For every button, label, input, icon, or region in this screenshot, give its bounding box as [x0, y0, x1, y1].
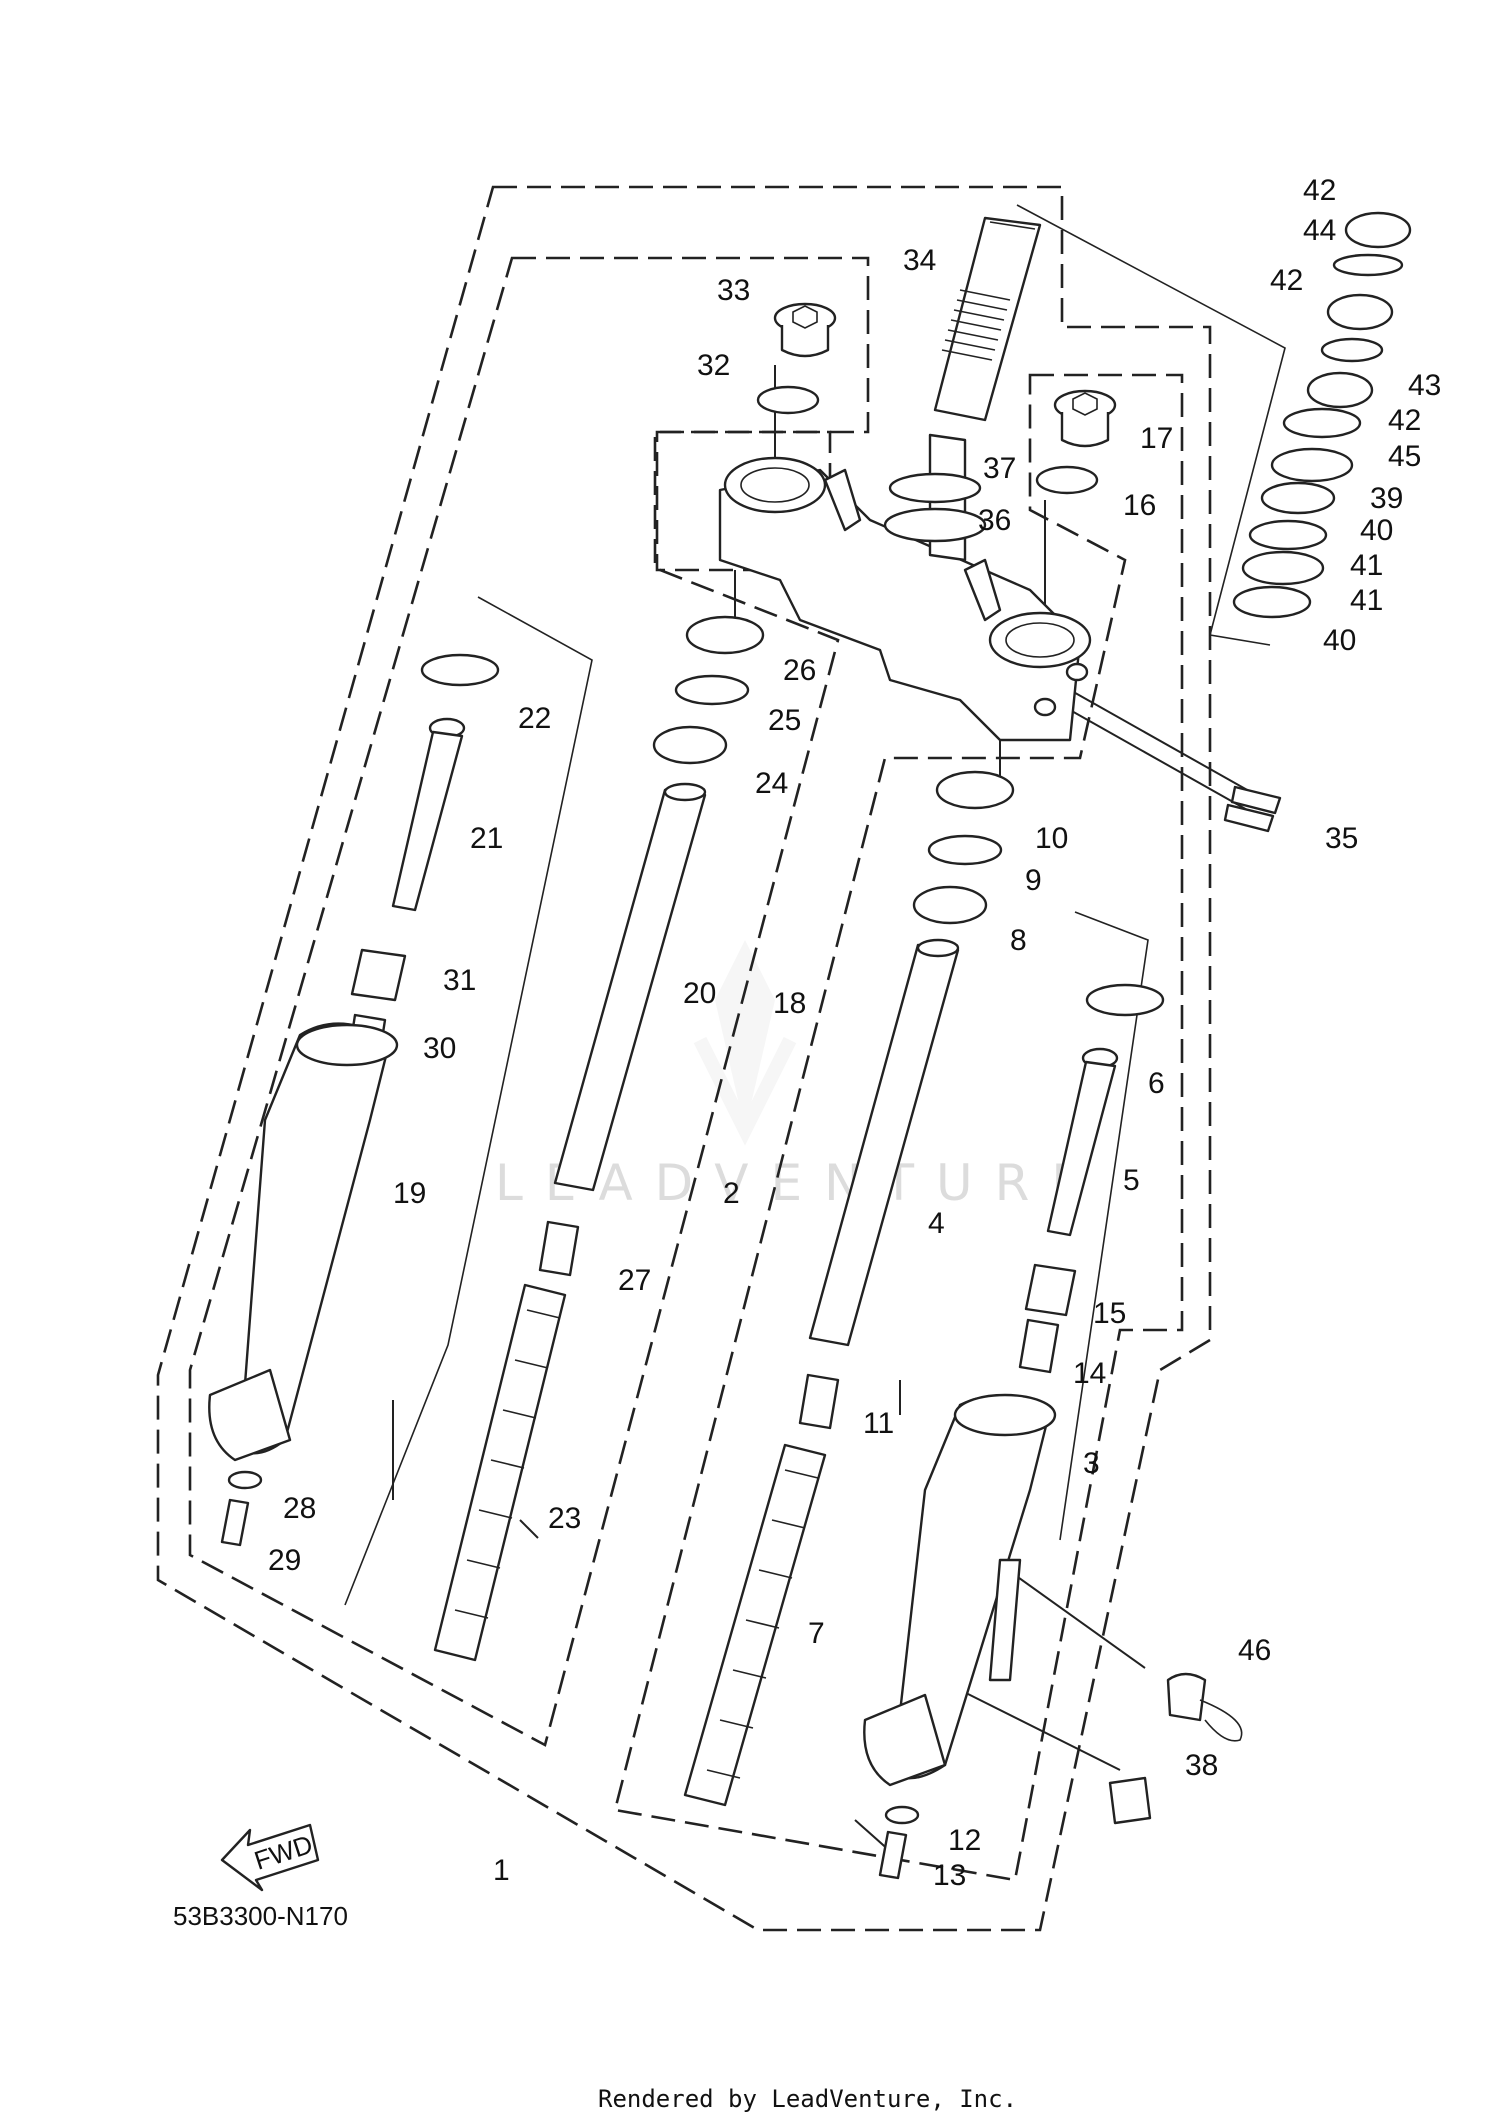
- rebound-spring-31: [350, 948, 407, 1002]
- callout-17: 17: [1140, 422, 1173, 455]
- part-number-labels: 42 44 42 43 42 45 39 40 41 41 40 34 33 3…: [268, 174, 1441, 1892]
- callout-22: 22: [518, 702, 551, 735]
- group-outline-2: [613, 373, 1184, 1882]
- callout-3: 3: [1083, 1447, 1100, 1480]
- callout-11: 11: [863, 1407, 894, 1440]
- callout-24: 24: [755, 767, 788, 800]
- triple-clamp-36: [718, 433, 1092, 742]
- outer-tube-3: [863, 1393, 1057, 1787]
- callout-42b: 42: [1270, 264, 1303, 297]
- callout-42a: 42: [1303, 174, 1336, 207]
- bolt-35: [1223, 785, 1282, 833]
- label-38: [1108, 1776, 1152, 1825]
- callout-25: 25: [768, 704, 801, 737]
- callout-44: 44: [1303, 214, 1336, 247]
- piece-14: [1018, 1318, 1060, 1374]
- callout-4: 4: [928, 1207, 945, 1240]
- cap-bolt-17: [1053, 389, 1117, 448]
- callout-37: 37: [983, 452, 1016, 485]
- damper-rod-5: [1046, 1047, 1119, 1237]
- fwd-arrow-icon: [220, 1823, 320, 1892]
- callout-28: 28: [283, 1492, 316, 1525]
- callout-41a: 41: [1350, 549, 1383, 582]
- callout-31: 31: [443, 964, 476, 997]
- callout-32: 32: [697, 349, 730, 382]
- callout-46: 46: [1238, 1634, 1271, 1667]
- piece-11: [798, 1373, 840, 1430]
- rebound-spring-15: [1024, 1263, 1077, 1317]
- oil-seal-8: [912, 885, 988, 925]
- steering-stem-34: [933, 216, 1042, 422]
- callout-23: 23: [548, 1502, 581, 1535]
- callout-13: 13: [933, 1859, 966, 1892]
- washer-12: [884, 1805, 920, 1825]
- callout-19: 19: [393, 1177, 426, 1210]
- callout-40a: 40: [1360, 514, 1393, 547]
- callout-9: 9: [1025, 864, 1042, 897]
- callout-27: 27: [618, 1264, 651, 1297]
- circlip-22: [420, 653, 500, 687]
- callout-5: 5: [1123, 1164, 1140, 1197]
- group-outline-18: [188, 256, 870, 1747]
- callout-42c: 42: [1388, 404, 1421, 437]
- callout-35: 35: [1325, 822, 1358, 855]
- callout-41b: 41: [1350, 584, 1383, 617]
- callout-2: 2: [723, 1177, 740, 1210]
- callout-30: 30: [423, 1032, 456, 1065]
- callout-7: 7: [808, 1617, 825, 1650]
- bearing-stack: [1232, 211, 1412, 619]
- o-ring-32: [756, 385, 820, 415]
- callout-6: 6: [1148, 1067, 1165, 1100]
- drain-bolt-13: [878, 1830, 908, 1880]
- watermark-logo: [693, 940, 797, 1146]
- group-outline-1: [156, 185, 1212, 1932]
- group-outline-spring-right: [1059, 911, 1149, 1541]
- cap-bolt-33: [773, 302, 837, 358]
- callout-15: 15: [1093, 1297, 1126, 1330]
- o-ring-16: [1035, 465, 1099, 495]
- drain-bolt-29: [220, 1498, 250, 1547]
- callout-29: 29: [268, 1544, 301, 1577]
- callout-16: 16: [1123, 489, 1156, 522]
- callout-1: 1: [493, 1854, 510, 1887]
- oil-seal-24: [652, 725, 728, 765]
- fork-spring-7: [683, 1443, 827, 1807]
- callout-33: 33: [717, 274, 750, 307]
- callout-14: 14: [1073, 1357, 1106, 1390]
- hose-guide-46: [1166, 1672, 1243, 1742]
- callout-18: 18: [773, 987, 806, 1020]
- circlip-25: [674, 674, 750, 706]
- callout-45: 45: [1388, 440, 1421, 473]
- circlip-6: [1085, 983, 1165, 1017]
- group-outline-spring-left: [344, 596, 593, 1606]
- callout-20: 20: [683, 977, 716, 1010]
- callout-26: 26: [783, 654, 816, 687]
- circlip-9: [927, 834, 1003, 866]
- damper-rod-21: [391, 717, 466, 912]
- diagram-code: 53B3300-N170: [173, 1901, 348, 1931]
- washer-28: [227, 1470, 263, 1490]
- group-outline-bearing-stack: [1016, 204, 1286, 646]
- callout-12: 12: [948, 1824, 981, 1857]
- callout-40b: 40: [1323, 624, 1356, 657]
- callout-38: 38: [1185, 1749, 1218, 1782]
- inner-tube-20: [553, 782, 707, 1192]
- oil-seal-10: [935, 770, 1015, 810]
- callout-34: 34: [903, 244, 936, 277]
- callout-21: 21: [470, 822, 503, 855]
- callout-36: 36: [978, 504, 1011, 537]
- callout-43: 43: [1408, 369, 1441, 402]
- callout-8: 8: [1010, 924, 1027, 957]
- inner-tube-4: [808, 938, 960, 1347]
- piece-27: [538, 1220, 580, 1277]
- callout-39: 39: [1370, 482, 1403, 515]
- fork-spring-23: [433, 1283, 567, 1662]
- callout-10: 10: [1035, 822, 1068, 855]
- oil-seal-26: [685, 615, 765, 655]
- rendered-by-footer: Rendered by LeadVenture, Inc.: [598, 2085, 1017, 2113]
- outer-tube-19: [208, 1022, 399, 1462]
